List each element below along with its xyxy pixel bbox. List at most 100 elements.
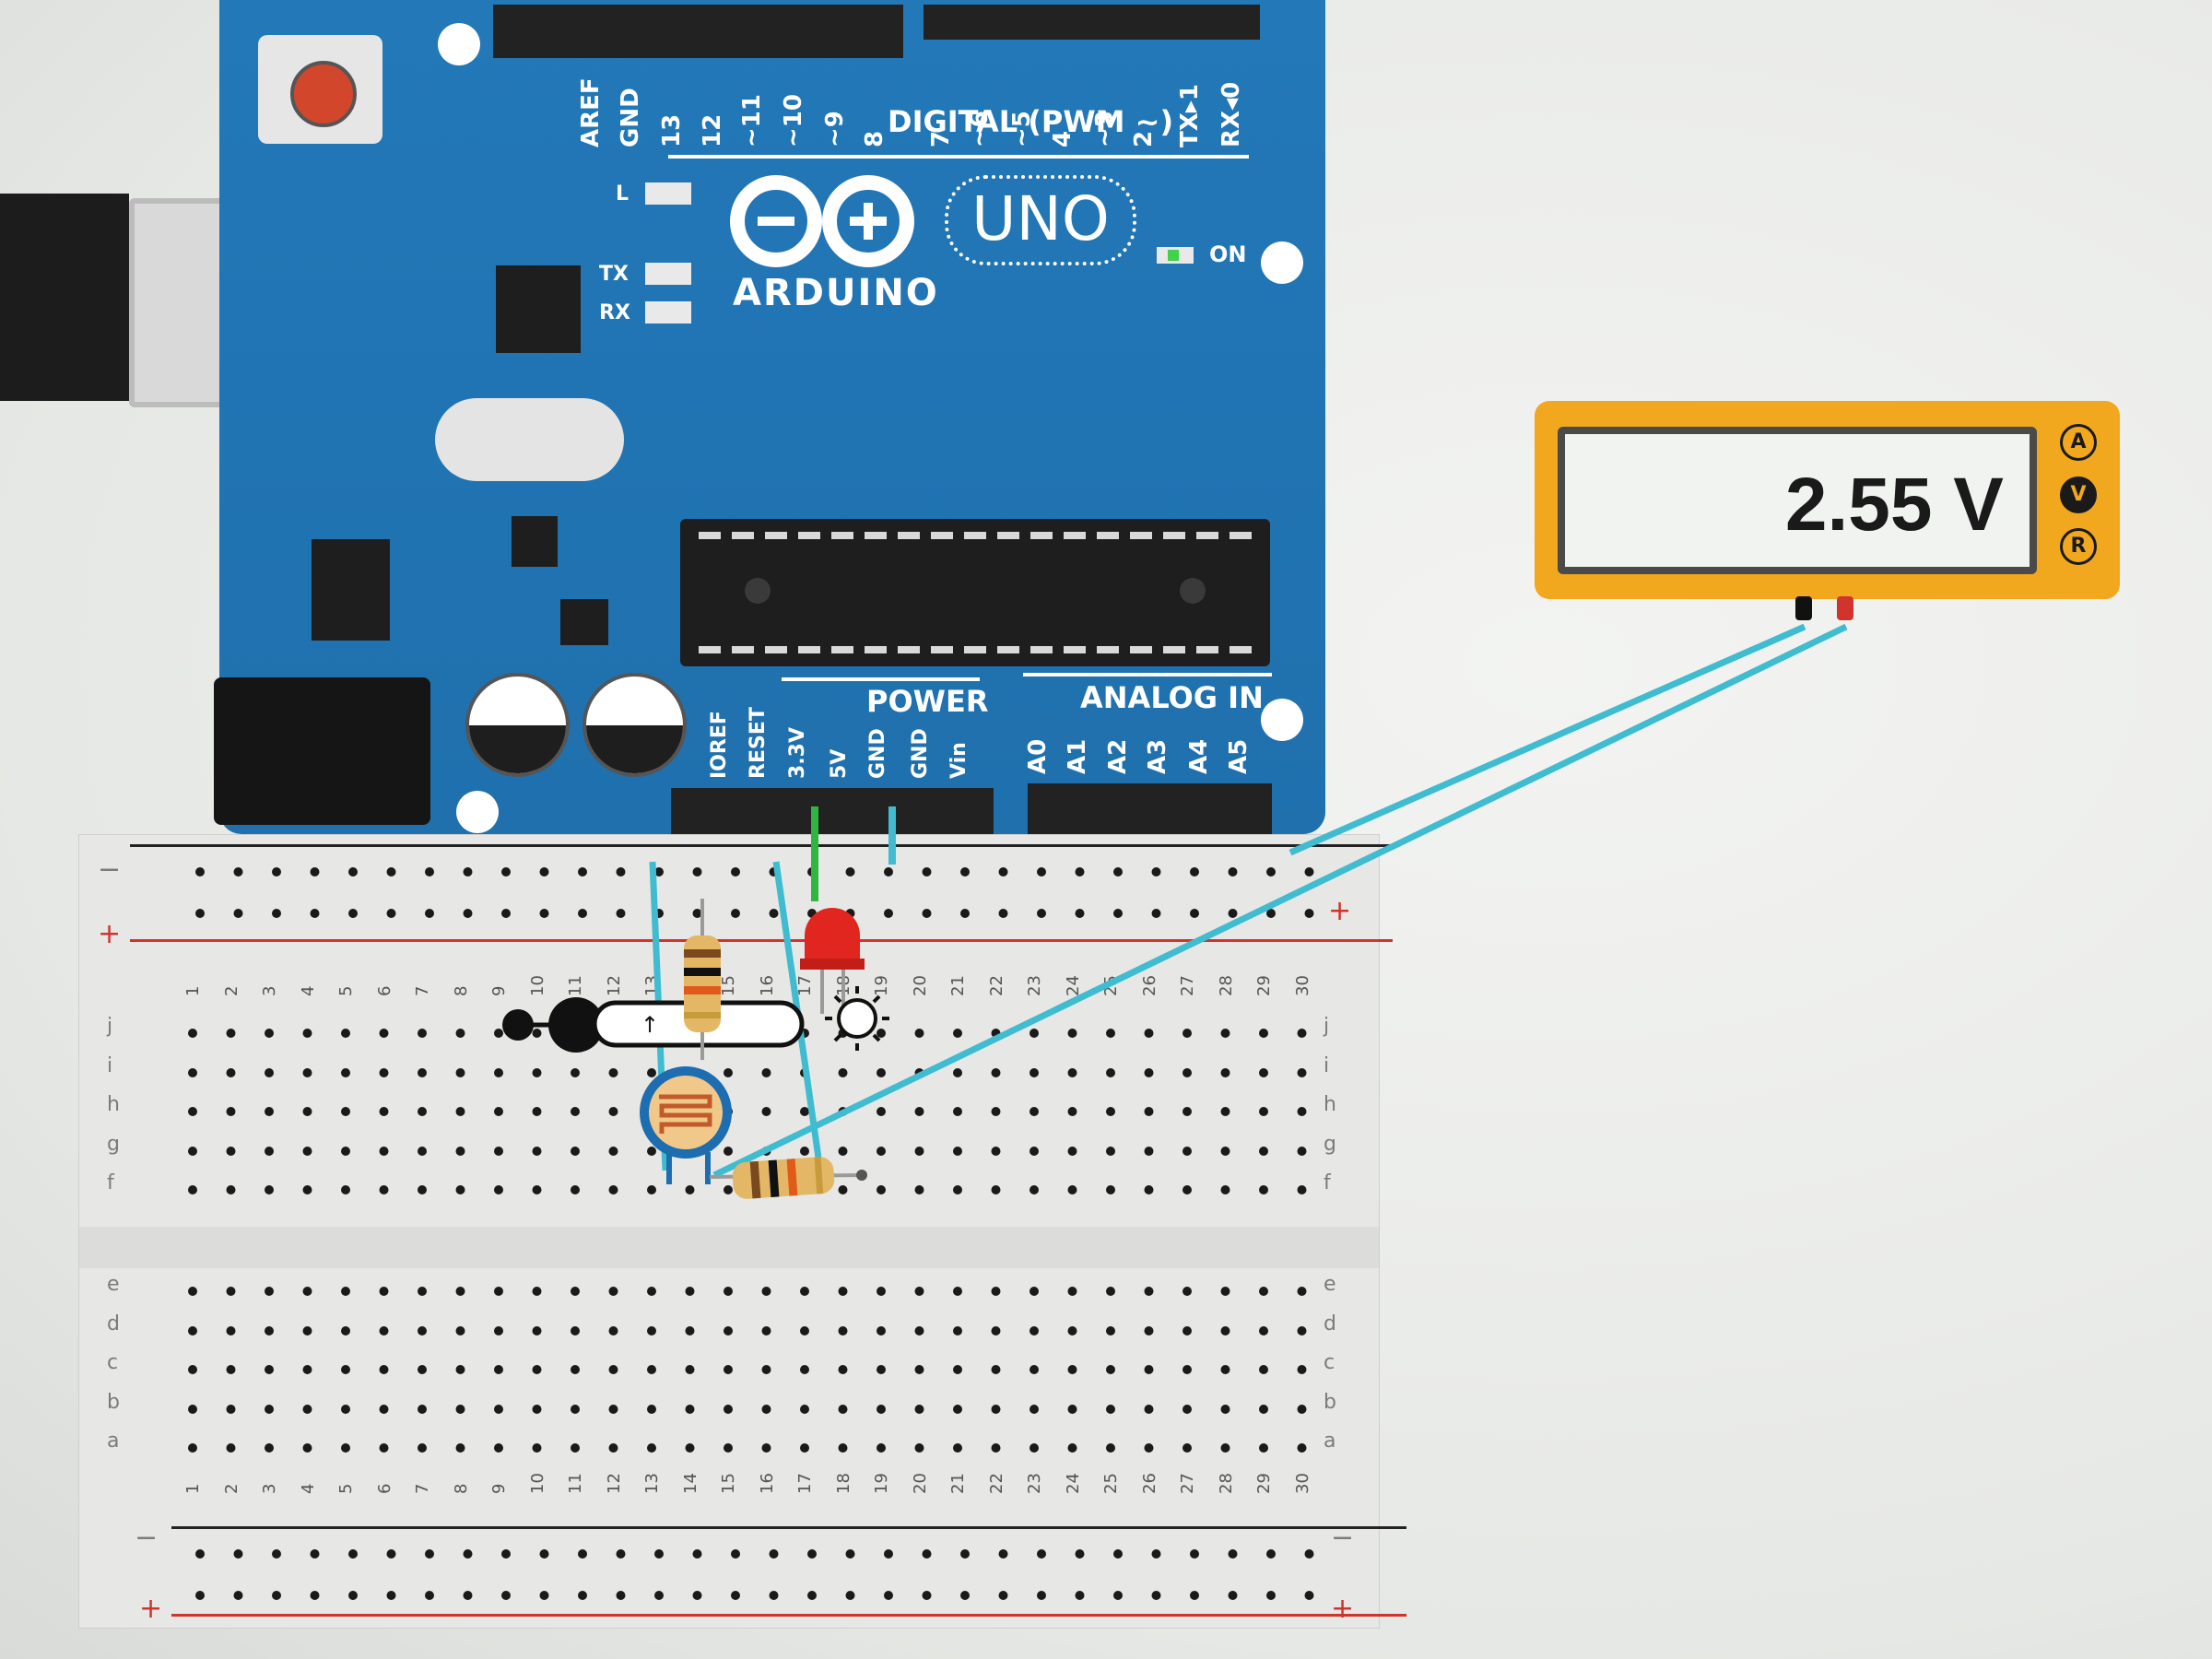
breadboard-hole[interactable] (1266, 1591, 1276, 1600)
breadboard-hole[interactable] (1259, 1185, 1268, 1194)
breadboard-hole[interactable] (800, 1326, 809, 1335)
breadboard-hole[interactable] (654, 1549, 664, 1559)
breadboard-hole[interactable] (379, 1326, 389, 1335)
breadboard-hole[interactable] (1297, 1405, 1307, 1414)
mode-voltmeter-button[interactable]: V (2060, 477, 2097, 513)
breadboard-hole[interactable] (265, 1147, 274, 1156)
breadboard-hole[interactable] (195, 1591, 205, 1600)
breadboard-hole[interactable] (571, 1443, 580, 1453)
breadboard-hole[interactable] (991, 1068, 1001, 1077)
breadboard-hole[interactable] (724, 1287, 733, 1296)
breadboard-hole[interactable] (608, 1443, 618, 1453)
breadboard-hole[interactable] (960, 1591, 970, 1600)
breadboard-hole[interactable] (1220, 1029, 1230, 1038)
slide-switch[interactable]: ↑ (502, 997, 805, 1053)
breadboard-hole[interactable] (877, 1107, 886, 1116)
breadboard-hole[interactable] (379, 1287, 389, 1296)
breadboard-hole[interactable] (1220, 1287, 1230, 1296)
breadboard-hole[interactable] (532, 1147, 542, 1156)
breadboard-hole[interactable] (616, 867, 626, 877)
breadboard-hole[interactable] (233, 1591, 243, 1600)
breadboard-hole[interactable] (341, 1107, 350, 1116)
breadboard-hole[interactable] (838, 1405, 848, 1414)
breadboard-hole[interactable] (884, 867, 893, 877)
breadboard-hole[interactable] (914, 1326, 924, 1335)
breadboard-hole[interactable] (348, 909, 358, 918)
breadboard-hole[interactable] (386, 1591, 396, 1600)
breadboard-hole[interactable] (960, 867, 970, 877)
breadboard-hole[interactable] (914, 1405, 924, 1414)
breadboard-hole[interactable] (1182, 1326, 1192, 1335)
breadboard-hole[interactable] (800, 1147, 809, 1156)
breadboard-hole[interactable] (731, 1591, 740, 1600)
breadboard-hole[interactable] (1297, 1029, 1307, 1038)
breadboard-hole[interactable] (1075, 1549, 1085, 1559)
breadboard-hole[interactable] (761, 1287, 771, 1296)
breadboard-hole[interactable] (348, 867, 358, 877)
breadboard-hole[interactable] (1144, 1405, 1154, 1414)
breadboard-hole[interactable] (265, 1068, 274, 1077)
breadboard-hole[interactable] (532, 1405, 542, 1414)
breadboard-hole[interactable] (914, 1107, 924, 1116)
breadboard-hole[interactable] (379, 1029, 389, 1038)
breadboard-hole[interactable] (647, 1147, 656, 1156)
breadboard-hole[interactable] (1220, 1365, 1230, 1374)
breadboard-hole[interactable] (724, 1365, 733, 1374)
breadboard-hole[interactable] (991, 1185, 1001, 1194)
breadboard-hole[interactable] (800, 1107, 809, 1116)
breadboard-hole[interactable] (1259, 1405, 1268, 1414)
breadboard-hole[interactable] (1144, 1287, 1154, 1296)
breadboard-hole[interactable] (379, 1443, 389, 1453)
breadboard-hole[interactable] (571, 1107, 580, 1116)
breadboard-hole[interactable] (1259, 1029, 1268, 1038)
wire-meter-red[interactable] (712, 623, 1848, 1179)
breadboard-hole[interactable] (991, 1287, 1001, 1296)
breadboard-hole[interactable] (1106, 1029, 1115, 1038)
breadboard-hole[interactable] (341, 1443, 350, 1453)
breadboard-hole[interactable] (960, 909, 970, 918)
breadboard-hole[interactable] (692, 867, 702, 877)
breadboard-hole[interactable] (769, 1591, 779, 1600)
breadboard-hole[interactable] (1067, 1326, 1077, 1335)
breadboard-hole[interactable] (1182, 1185, 1192, 1194)
breadboard-hole[interactable] (692, 909, 702, 918)
breadboard-hole[interactable] (302, 1405, 312, 1414)
breadboard-hole[interactable] (302, 1326, 312, 1335)
breadboard-hole[interactable] (539, 909, 549, 918)
breadboard-hole[interactable] (1182, 1068, 1192, 1077)
breadboard-hole[interactable] (539, 867, 549, 877)
breadboard-hole[interactable] (991, 1443, 1001, 1453)
breadboard-hole[interactable] (685, 1443, 695, 1453)
breadboard-hole[interactable] (494, 1107, 503, 1116)
breadboard-hole[interactable] (455, 1326, 465, 1335)
breadboard-hole[interactable] (571, 1365, 580, 1374)
breadboard-hole[interactable] (494, 1029, 503, 1038)
breadboard-hole[interactable] (1106, 1068, 1115, 1077)
breadboard-hole[interactable] (1228, 1591, 1238, 1600)
mode-ammeter-button[interactable]: A (2060, 424, 2097, 461)
resistor-horizontal[interactable] (709, 1156, 867, 1200)
breadboard-hole[interactable] (195, 909, 205, 918)
breadboard-hole[interactable] (265, 1443, 274, 1453)
breadboard-holes[interactable] (79, 835, 1379, 1628)
breadboard-hole[interactable] (341, 1287, 350, 1296)
breadboard-hole[interactable] (838, 1287, 848, 1296)
breadboard-hole[interactable] (1075, 909, 1085, 918)
breadboard-hole[interactable] (302, 1029, 312, 1038)
breadboard-hole[interactable] (877, 1365, 886, 1374)
breadboard-hole[interactable] (578, 909, 587, 918)
breadboard-hole[interactable] (571, 1147, 580, 1156)
breadboard-hole[interactable] (1037, 867, 1046, 877)
breadboard-hole[interactable] (1106, 1147, 1115, 1156)
breadboard-hole[interactable] (1182, 1029, 1192, 1038)
breadboard-hole[interactable] (501, 1591, 511, 1600)
breadboard-hole[interactable] (226, 1365, 236, 1374)
breadboard-hole[interactable] (1297, 1287, 1307, 1296)
breadboard-hole[interactable] (608, 1147, 618, 1156)
breadboard-hole[interactable] (463, 1591, 473, 1600)
breadboard-hole[interactable] (494, 1365, 503, 1374)
breadboard-hole[interactable] (1297, 1147, 1307, 1156)
breadboard-hole[interactable] (571, 1068, 580, 1077)
breadboard-hole[interactable] (991, 1365, 1001, 1374)
breadboard-hole[interactable] (685, 1405, 695, 1414)
